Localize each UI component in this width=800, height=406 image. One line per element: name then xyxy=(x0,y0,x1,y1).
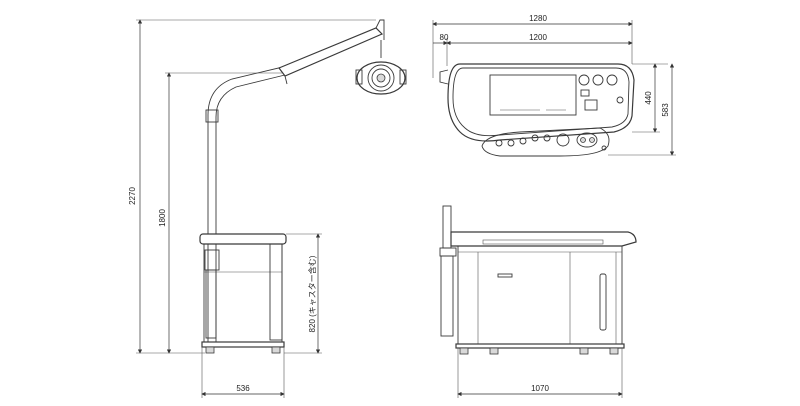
foot-control-icon xyxy=(576,132,598,148)
drawer-handle xyxy=(497,273,513,278)
dim-top-depth-inner: 440 xyxy=(632,63,668,133)
front-top-slab xyxy=(450,231,637,247)
label-top-body-width: 1200 xyxy=(529,33,547,42)
tray-area xyxy=(489,74,577,116)
control-knob-icon xyxy=(592,74,604,86)
label-cabinet-height: 820 (キャスター含む) xyxy=(307,255,317,332)
top-view: 1280 80 1200 440 583 xyxy=(432,14,676,157)
control-knob-icon xyxy=(578,74,590,86)
operating-lamp-head xyxy=(355,61,407,95)
side-cabinet xyxy=(199,233,287,354)
label-arm-height: 1800 xyxy=(158,209,167,227)
dim-top-depth-total: 583 xyxy=(608,63,676,156)
label-top-total-width: 1280 xyxy=(529,14,547,23)
lamp-arm xyxy=(278,27,384,77)
control-knob-icon xyxy=(606,74,618,86)
lamp-pole xyxy=(207,65,288,345)
top-body-outline xyxy=(447,63,635,142)
label-top-depth-inner: 440 xyxy=(644,91,653,105)
label-top-depth-total: 583 xyxy=(661,103,670,117)
front-cabinet xyxy=(457,245,623,345)
front-post xyxy=(442,205,452,249)
label-total-height: 2270 xyxy=(128,187,137,205)
dim-cabinet-height: 820 (キャスター含む) xyxy=(284,233,322,354)
front-view: 1070 xyxy=(439,205,637,398)
door-handle xyxy=(599,273,607,331)
label-side-depth: 536 xyxy=(236,384,250,393)
dim-front-width: 1070 xyxy=(457,348,623,398)
dim-arm-height: 1800 xyxy=(158,72,282,354)
side-view: 2270 1800 820 (キャスター含む) 536 xyxy=(128,19,407,398)
dim-top-body-width: 80 1200 xyxy=(433,33,633,66)
label-top-offset: 80 xyxy=(440,33,449,42)
label-front-width: 1070 xyxy=(531,384,549,393)
dim-side-depth: 536 xyxy=(201,347,285,398)
dim-total-height: 2270 xyxy=(128,19,376,354)
